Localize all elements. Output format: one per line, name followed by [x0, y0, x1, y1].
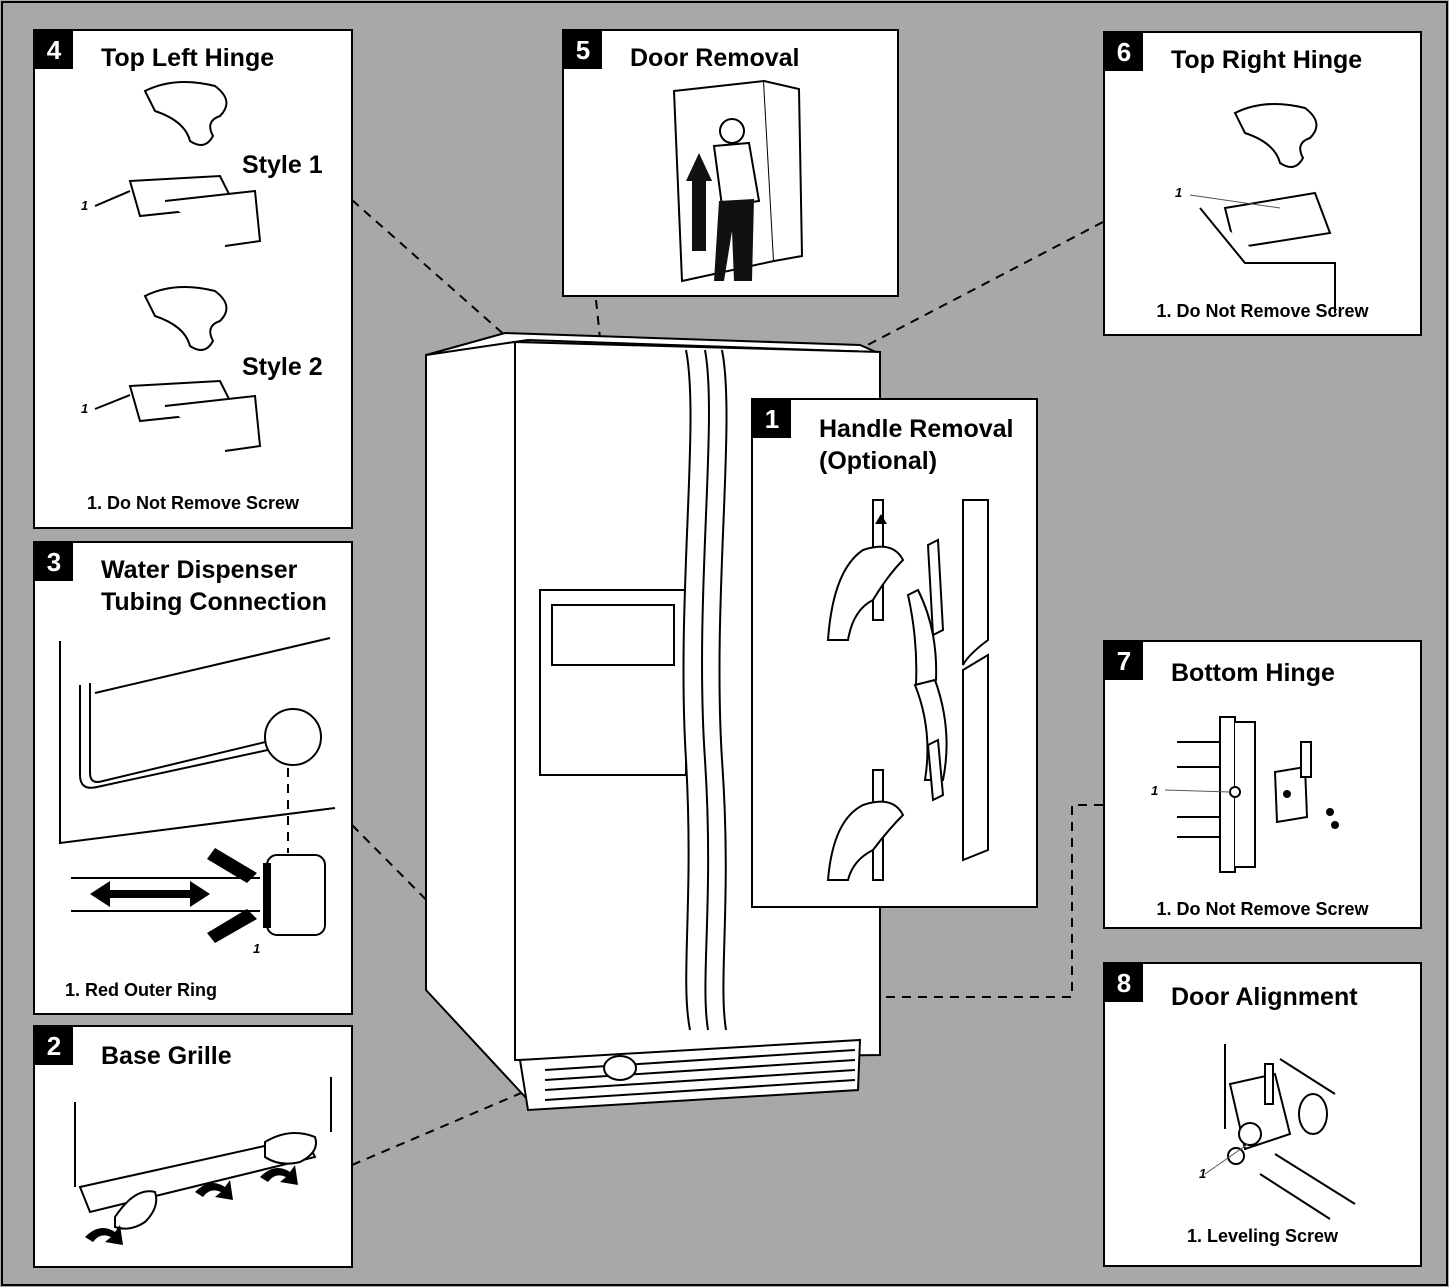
panel-bottom-hinge: 7 Bottom Hinge 1 1. Do Not Remove Screw — [1103, 640, 1422, 929]
callout-number: 1 — [1199, 1166, 1207, 1181]
panel-top-left-hinge: 4 Top Left Hinge Style 1 Style 2 1 1 1. … — [33, 29, 353, 529]
panel-caption: 1. Do Not Remove Screw — [86, 493, 300, 513]
step-number-badge: 3 — [35, 543, 73, 581]
step-number-badge: 8 — [1105, 964, 1143, 1002]
step-number-badge: 7 — [1105, 642, 1143, 680]
leveling-screw-illustration — [1105, 964, 1424, 1269]
panel-title-line-1: Handle Removal — [819, 415, 1014, 443]
panel-water-dispenser-tubing: 3 Water Dispenser Tubing Connection 1 1.… — [33, 541, 353, 1015]
callout-number: 1 — [81, 401, 89, 416]
step-number-badge: 6 — [1105, 33, 1143, 71]
hinge-illustration — [1105, 33, 1424, 313]
panel-top-right-hinge: 6 Top Right Hinge 1 1. Do Not Remove Scr… — [1103, 31, 1422, 336]
double-arrow-icon — [90, 881, 210, 907]
panel-title: Bottom Hinge — [1171, 659, 1335, 687]
base-grille-illustration — [35, 1027, 355, 1245]
step-number-badge: 2 — [35, 1027, 73, 1065]
panel-title: Top Right Hinge — [1171, 46, 1363, 74]
panel-handle-removal: 1 Handle Removal (Optional) — [751, 398, 1038, 908]
panel-title-line-2: Tubing Connection — [101, 588, 327, 616]
panel-door-alignment: 8 Door Alignment 1 1. Leveling Screw — [1103, 962, 1422, 1267]
step-number-badge: 5 — [564, 31, 602, 69]
panel-caption: 1. Do Not Remove Screw — [1156, 301, 1369, 321]
callout-number: 1 — [81, 198, 89, 213]
handle-illustration — [753, 400, 1040, 910]
person-removing-door-illustration — [564, 31, 901, 299]
panel-title: Door Removal — [630, 44, 800, 72]
panel-title-line-2: (Optional) — [819, 447, 938, 475]
hinge-illustration — [1105, 642, 1339, 931]
panel-base-grille: 2 Base Grille — [33, 1025, 353, 1268]
panel-title: Base Grille — [101, 1042, 232, 1070]
style-2-label: Style 2 — [242, 353, 323, 381]
panel-caption: 1. Do Not Remove Screw — [1156, 899, 1369, 919]
panel-caption: 1. Red Outer Ring — [65, 980, 218, 1000]
tubing-illustration — [35, 543, 355, 943]
hinge-illustration — [35, 31, 355, 531]
base-grille-slats — [545, 1050, 855, 1100]
panel-title-line-1: Water Dispenser — [101, 556, 298, 584]
panel-title: Door Alignment — [1171, 983, 1358, 1011]
arrow-icon — [207, 848, 257, 883]
step-number-badge: 4 — [35, 31, 73, 69]
panel-title: Top Left Hinge — [101, 44, 275, 72]
panel-door-removal: 5 Door Removal — [562, 29, 899, 297]
rotate-arrow-icon — [85, 1165, 298, 1245]
up-arrow-icon — [686, 153, 712, 251]
panel-caption: 1. Leveling Screw — [1186, 1226, 1339, 1246]
callout-number: 1 — [253, 941, 261, 956]
callout-number: 1 — [1175, 185, 1183, 200]
style-1-label: Style 1 — [242, 151, 323, 179]
callout-number: 1 — [1151, 783, 1159, 798]
step-number-badge: 1 — [753, 400, 791, 438]
arrow-icon — [207, 909, 257, 943]
